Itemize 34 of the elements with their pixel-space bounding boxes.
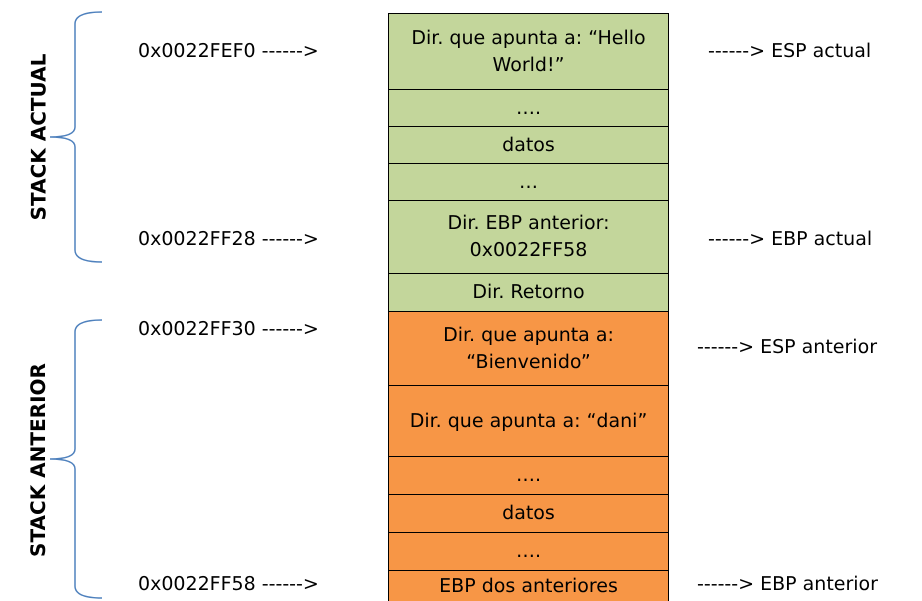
register-label: ------> EBP anterior bbox=[697, 575, 878, 594]
stack-cell bbox=[388, 163, 669, 201]
cell-text: … bbox=[519, 170, 538, 195]
register-label: ------> EBP actual bbox=[708, 230, 872, 249]
cell-text: …. bbox=[516, 463, 542, 488]
cell-text: Dir. Retorno bbox=[472, 280, 585, 306]
register-label: ------> ESP actual bbox=[708, 42, 872, 61]
stack-cell bbox=[388, 273, 669, 312]
address-label: 0x0022FF28 ------> bbox=[138, 230, 319, 249]
stack-section-label: STACK ACTUAL bbox=[28, 54, 48, 220]
cell-text: Dir. que apunta a: “Bienvenido” bbox=[442, 322, 615, 374]
cell-text: EBP dos anteriores bbox=[439, 574, 618, 600]
stack-cell bbox=[388, 494, 669, 533]
address-label: 0x0022FF30 ------> bbox=[138, 320, 319, 339]
address-label: 0x0022FEF0 ------> bbox=[138, 42, 319, 61]
stack-cell bbox=[388, 200, 669, 274]
cell-text: Dir. que apunta a: “dani” bbox=[410, 408, 648, 434]
cell-text: …. bbox=[516, 96, 542, 121]
cell-text: …. bbox=[516, 539, 542, 564]
stack-cell bbox=[388, 311, 669, 386]
stack-cell bbox=[388, 456, 669, 495]
stack-cell bbox=[388, 89, 669, 127]
address-label: 0x0022FF58 ------> bbox=[138, 575, 319, 594]
stack-cell bbox=[388, 13, 669, 90]
stack-section-label: STACK ANTERIOR bbox=[28, 363, 48, 557]
stack-cell bbox=[388, 385, 669, 457]
cell-text: Dir. EBP anterior: 0x0022FF58 bbox=[446, 211, 610, 263]
cell-text: datos bbox=[502, 132, 555, 158]
cell-text: datos bbox=[502, 501, 555, 526]
stack-cell bbox=[388, 570, 669, 601]
stack-cell bbox=[388, 532, 669, 571]
cell-text: Dir. que apunta a: “Hello World!” bbox=[410, 26, 647, 78]
stack-cell bbox=[388, 126, 669, 164]
register-label: ------> ESP anterior bbox=[697, 338, 878, 357]
